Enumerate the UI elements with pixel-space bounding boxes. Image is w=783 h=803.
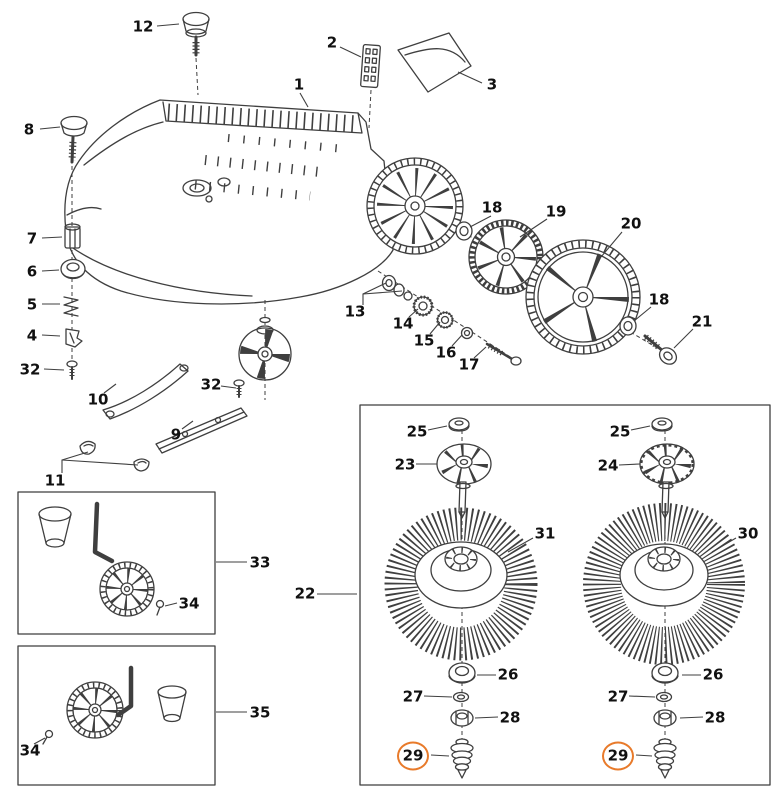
- callout-25: 25: [406, 422, 428, 441]
- callout-23: 23: [394, 455, 416, 474]
- callout-6: 6: [26, 262, 38, 281]
- callout-19: 19: [545, 202, 567, 221]
- part-2-module: [360, 43, 381, 89]
- part-12-knob: [182, 11, 210, 57]
- part-32-screw-right: [233, 379, 245, 398]
- housing-wheel: [366, 157, 464, 255]
- accessory-box-33: [17, 491, 216, 635]
- callout-31: 31: [534, 524, 556, 543]
- callout-34: 34: [178, 594, 200, 613]
- assembly-axes: [71, 57, 675, 742]
- callout-26: 26: [702, 665, 724, 684]
- callout-26: 26: [497, 665, 519, 684]
- callout-27: 27: [402, 687, 424, 706]
- brush-assembly-right: [583, 417, 745, 779]
- callout-9: 9: [170, 425, 182, 444]
- callout-20: 20: [620, 214, 642, 233]
- callout-3: 3: [486, 75, 498, 94]
- wheel-20: [525, 239, 641, 355]
- part-5-spring: [63, 296, 79, 317]
- callout-8: 8: [23, 120, 35, 139]
- part-32-screw-left: [66, 360, 78, 380]
- callout-33: 33: [249, 553, 271, 572]
- callout-29-highlighted: 29: [602, 741, 634, 771]
- callout-28: 28: [499, 708, 521, 727]
- callout-32: 32: [200, 375, 222, 394]
- callout-4: 4: [26, 326, 38, 345]
- callout-29-highlighted: 29: [397, 741, 429, 771]
- leader-lines: [33, 23, 737, 757]
- ring-18-left: [455, 221, 473, 241]
- blade-mount: [238, 316, 292, 381]
- callout-30: 30: [737, 524, 759, 543]
- accessory-box-35: [17, 645, 216, 786]
- callout-17: 17: [458, 355, 480, 374]
- ring-18-right: [619, 316, 637, 336]
- callout-2: 2: [326, 33, 338, 52]
- part-4-clip: [65, 328, 83, 348]
- callout-18: 18: [481, 198, 503, 217]
- callout-15: 15: [413, 331, 435, 350]
- callout-18: 18: [648, 290, 670, 309]
- part-11-clips: [79, 440, 150, 472]
- axle-parts: [381, 274, 522, 366]
- callout-16: 16: [435, 343, 457, 362]
- callout-7: 7: [26, 229, 38, 248]
- part-8-knob-bolt: [60, 115, 88, 164]
- part-9-rail: [155, 407, 248, 454]
- callout-5: 5: [26, 295, 38, 314]
- callout-27: 27: [607, 687, 629, 706]
- callout-24: 24: [597, 456, 619, 475]
- brush-kit-box: [359, 404, 771, 786]
- callout-11: 11: [44, 471, 66, 490]
- callout-13: 13: [344, 302, 366, 321]
- part-7-sleeve: [64, 223, 81, 249]
- callout-34: 34: [19, 741, 41, 760]
- mower-housing: [64, 99, 394, 305]
- brush-assembly-left: [384, 417, 538, 779]
- bolt-21: [643, 334, 678, 365]
- callout-12: 12: [132, 17, 154, 36]
- part-6-grommet: [60, 258, 86, 280]
- callout-25: 25: [609, 422, 631, 441]
- callout-14: 14: [392, 314, 414, 333]
- callout-10: 10: [87, 390, 109, 409]
- callout-28: 28: [704, 708, 726, 727]
- part-10-lever: [102, 363, 189, 420]
- callout-1: 1: [293, 75, 305, 94]
- gear-wheel-19: [468, 219, 544, 295]
- callout-32: 32: [19, 360, 41, 379]
- part-3-cover: [397, 32, 472, 93]
- callout-21: 21: [691, 312, 713, 331]
- callout-35: 35: [249, 703, 271, 722]
- callout-22: 22: [294, 584, 316, 603]
